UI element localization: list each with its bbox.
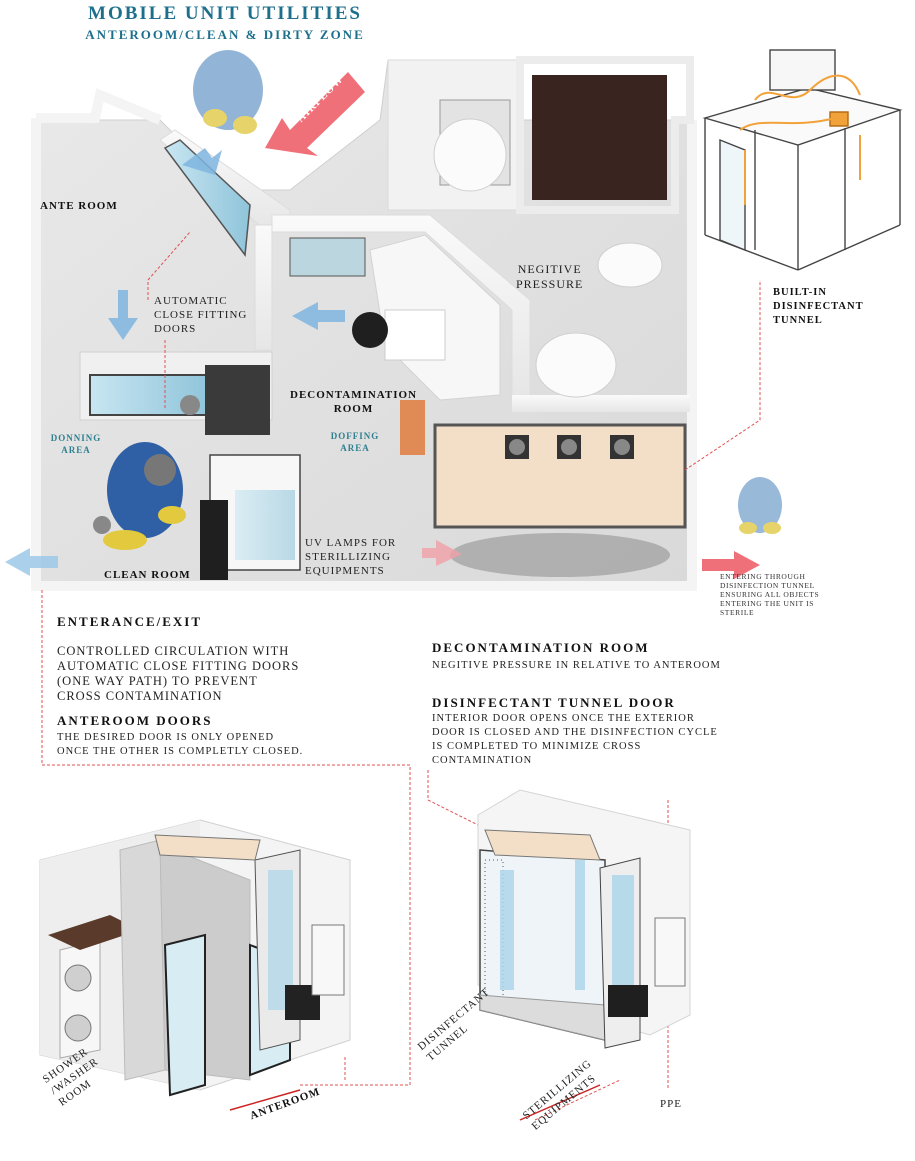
- fan-units: [505, 435, 634, 459]
- airflow-arrow: [265, 72, 365, 156]
- ceiling-panel: [154, 834, 261, 861]
- ante-glass-door: [163, 139, 251, 257]
- ppe-label: PPE: [660, 1098, 682, 1110]
- entering-note: ENTERING THROUGH DISINFECTION TUNNEL ENS…: [720, 572, 820, 617]
- leader-tunnel: [684, 280, 761, 471]
- uv-lamps-label: UV LAMPS FOR STERILLIZING EQUIPMENTS: [305, 537, 397, 577]
- person-outside: [738, 477, 782, 533]
- red-underline-anteroom: [229, 1089, 301, 1111]
- blue-arrows: [5, 148, 345, 576]
- decon-title: DECONTAMINATION ROOM: [432, 640, 650, 655]
- blue-arrow-2: [108, 290, 138, 340]
- round-stool: [352, 312, 388, 348]
- wall-vertical-left: [254, 224, 273, 351]
- tunnel-door-title: DISINFECTANT TUNNEL DOOR: [432, 695, 676, 710]
- leader-entrance: [41, 590, 411, 1086]
- grey-partition: [119, 839, 166, 1081]
- ppe-panel: [311, 924, 345, 996]
- plan-wall-top-left: [36, 88, 162, 125]
- anteroom-iso-drawing: [39, 819, 351, 1097]
- blue-arrow-exit: [5, 548, 58, 576]
- steril-drawer: [608, 985, 648, 1017]
- auto-doors-label: AUTOMATIC CLOSE FITTING DOORS: [154, 295, 248, 335]
- decon-body: NEGITIVE PRESSURE IN RELATIVE TO ANTEROO…: [432, 660, 721, 671]
- doffing-cabinet: [289, 237, 366, 277]
- leader-auto-doors: [147, 231, 191, 300]
- tunnel-detail-iso: [477, 789, 691, 1049]
- negative-pressure-label: NEGITIVE PRESSURE: [516, 262, 584, 291]
- shower-drum: [433, 118, 507, 192]
- urinal: [597, 242, 663, 288]
- orange-bench: [400, 400, 425, 455]
- dark-cabinet: [205, 365, 270, 435]
- leader-sterilizing: [534, 1079, 621, 1121]
- leader-tunnel-door: [427, 770, 509, 841]
- entrance-title: ENTERANCE/EXIT: [57, 614, 203, 629]
- dark-wood-panel: [532, 75, 667, 200]
- shower-glass-1: [163, 933, 206, 1097]
- built-in-tunnel-label: BUILT-IN DISINFECTANT TUNNEL: [773, 287, 864, 326]
- plan-outer-wall: [31, 118, 697, 591]
- clean-room-label: CLEAN ROOM: [104, 569, 191, 581]
- wall-negative-right: [512, 395, 690, 412]
- anteroom-doors-title: ANTEROOM DOORS: [57, 713, 213, 728]
- tunnel-door-body: INTERIOR DOOR OPENS ONCE THE EXTERIOR DO…: [432, 713, 718, 766]
- pink-arrow-entry: [702, 551, 760, 579]
- blue-arrow-1: [182, 148, 222, 175]
- wall-wood-room: [516, 56, 694, 214]
- wood-shelf: [48, 915, 140, 950]
- tunnel-ceiling: [484, 829, 601, 861]
- tunnel-shadow: [450, 533, 670, 577]
- donning-label: DONNING AREA: [50, 433, 102, 455]
- page-title: MOBILE UNIT UTILITIES: [88, 3, 362, 24]
- page-subtitle: ANTEROOM/CLEAN & DIRTY ZONE: [85, 27, 365, 42]
- dark-storage: [200, 500, 228, 580]
- pink-arrow-inner: [422, 540, 462, 566]
- ante-room-label: ANTE ROOM: [40, 200, 118, 212]
- ppe-panel-right: [654, 917, 686, 987]
- tunnel-iso-drawing: [702, 49, 903, 271]
- entrance-body: CONTROLLED CIRCULATION WITH AUTOMATIC CL…: [57, 644, 300, 703]
- anteroom-doors-body: THE DESIRED DOOR IS ONLY OPENED ONCE THE…: [57, 732, 304, 757]
- sink: [384, 309, 446, 361]
- red-underline-steril: [519, 1084, 601, 1121]
- decon-room-label: DECONTAMINATION ROOM: [290, 389, 418, 415]
- floor-plan: [31, 50, 782, 591]
- doffing-label: DOFFING AREA: [330, 431, 380, 453]
- toilet-bowl: [535, 332, 617, 398]
- blue-arrow-3: [292, 302, 345, 330]
